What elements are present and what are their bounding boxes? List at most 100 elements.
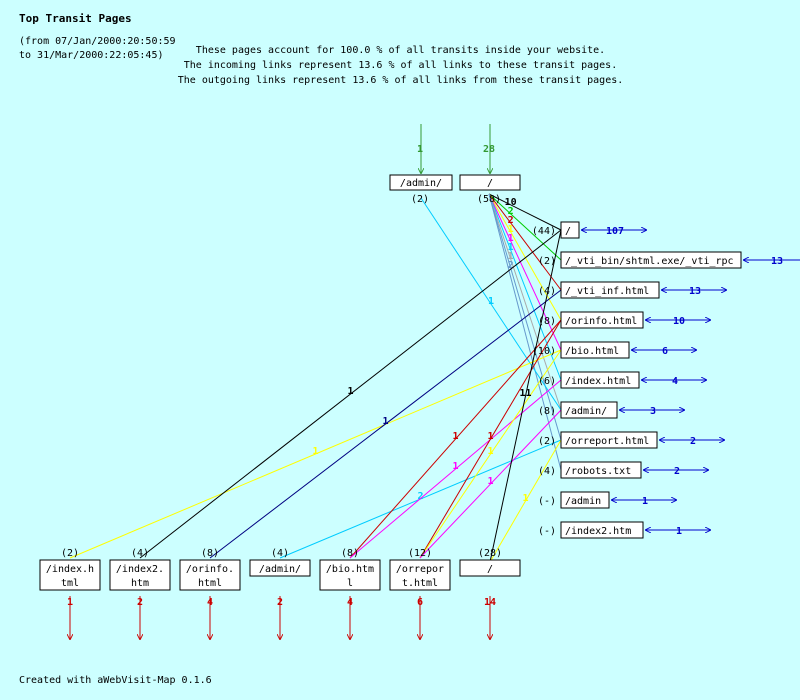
target-node-count: (6): [538, 376, 556, 387]
transit-link: [419, 409, 562, 559]
transit-link-count: 1: [508, 242, 514, 253]
target-node-t5: [560, 341, 630, 359]
target-node-label: /bio.html: [565, 346, 619, 357]
summary-line-3: The outgoing links represent 13.6 % of a…: [177, 75, 624, 86]
transit-link-count: 2: [508, 206, 514, 217]
transit-link: [488, 193, 562, 381]
transit-link: [419, 319, 562, 559]
bottom-node-label: /bio.htm: [326, 564, 374, 575]
bottom-node-label: htm: [131, 578, 149, 589]
target-node-label: /index2.htm: [565, 526, 631, 537]
bottom-node-label: l: [347, 578, 353, 589]
external-link-count: 1: [676, 526, 682, 537]
target-node-count: (-): [538, 496, 556, 507]
target-node-label: /: [565, 226, 571, 237]
exit-count: 2: [137, 597, 143, 608]
bottom-node-count: (12): [408, 548, 432, 559]
transit-link: [489, 229, 562, 563]
summary-line-1: These pages account for 100.0 % of all t…: [195, 45, 606, 56]
target-node-label: /index.html: [565, 376, 631, 387]
transit-link-count: 1: [452, 461, 458, 472]
bottom-node-count: (4): [271, 548, 289, 559]
external-link-count: 1: [642, 496, 648, 507]
bottom-node-label: /: [487, 564, 493, 575]
bottom-node-b6: [389, 559, 451, 591]
bottom-node-label: /orrepor: [396, 564, 444, 575]
transit-link-count: 1: [312, 446, 318, 457]
page-title: Top Transit Pages: [19, 12, 132, 25]
external-link-count: 6: [662, 346, 668, 357]
transit-link-count: 1: [487, 446, 493, 457]
bottom-node-label: /index2.: [116, 564, 164, 575]
transit-link: [488, 193, 562, 351]
transit-link-count: 10: [505, 197, 517, 208]
transit-link: [489, 439, 562, 563]
target-node-count: (2): [538, 436, 556, 447]
bottom-node-label: /orinfo.: [186, 564, 234, 575]
bottom-node-label: t.html: [402, 578, 438, 589]
transit-link: [349, 319, 562, 559]
target-node-count: (8): [538, 316, 556, 327]
summary: These pages account for 100.0 % of all t…: [0, 43, 800, 88]
external-link-count: 2: [690, 436, 696, 447]
target-node-label: /robots.txt: [565, 466, 631, 477]
transit-link-count: 1: [347, 386, 353, 397]
transit-link: [488, 193, 562, 261]
target-node-count: (4): [538, 286, 556, 297]
target-node-count: (44): [532, 226, 556, 237]
nodes-layer: 1/admin/(2)28/(58)(44)/107(2)/_vti_bin/s…: [39, 124, 800, 640]
target-node-t6: [560, 371, 640, 389]
target-node-label: /_vti_bin/shtml.exe/_vti_rpc: [565, 256, 734, 267]
transit-link: [488, 193, 562, 411]
external-link-count: 4: [672, 376, 678, 387]
source-node-root: [459, 174, 521, 191]
exit-count: 6: [417, 597, 423, 608]
target-node-label: /admin: [565, 496, 601, 507]
transit-link: [488, 193, 562, 231]
entry-count: 1: [417, 144, 423, 155]
external-link-count: 2: [674, 466, 680, 477]
target-node-t1: [560, 221, 580, 239]
transit-link-count: 1: [522, 493, 528, 504]
bottom-node-count: (4): [131, 548, 149, 559]
transit-link: [139, 229, 562, 559]
target-node-label: /orreport.html: [565, 436, 649, 447]
transit-link-count: 2: [508, 260, 514, 271]
bottom-node-label: html: [198, 578, 222, 589]
bottom-node-b4: [249, 559, 311, 577]
target-node-t2: [560, 251, 742, 269]
target-node-t8: [560, 431, 658, 449]
source-node-count: (58): [477, 194, 501, 205]
bottom-node-label: tml: [61, 578, 79, 589]
bottom-node-count: (8): [341, 548, 359, 559]
bottom-node-label: /admin/: [259, 564, 301, 575]
transit-link-count: 1: [487, 431, 493, 442]
transit-link-count: 1: [508, 251, 514, 262]
exit-count: 4: [347, 597, 353, 608]
bottom-node-b2: [109, 559, 171, 591]
target-node-count: (4): [538, 466, 556, 477]
transit-link: [419, 349, 562, 559]
target-node-t11: [560, 521, 644, 539]
source-node-label: /: [487, 178, 493, 189]
source-node-admin: [389, 174, 453, 191]
exit-count: 4: [207, 597, 213, 608]
transit-link-count: 1: [487, 476, 493, 487]
exit-count: 1: [67, 597, 73, 608]
bottom-node-count: (8): [201, 548, 219, 559]
target-node-label: /_vti_inf.html: [565, 286, 649, 297]
target-node-count: (2): [538, 256, 556, 267]
bottom-node-label: /index.h: [46, 564, 94, 575]
target-node-t4: [560, 311, 644, 329]
bottom-node-b7: [459, 559, 521, 577]
footer-credit: Created with aWebVisit-Map 0.1.6: [19, 675, 212, 686]
external-link-count: 3: [650, 406, 656, 417]
bottom-node-b5: [319, 559, 381, 591]
target-node-t3: [560, 281, 660, 299]
target-node-count: (8): [538, 406, 556, 417]
target-node-count: (-): [538, 526, 556, 537]
bottom-node-b1: [39, 559, 101, 591]
transit-link: [349, 379, 562, 559]
